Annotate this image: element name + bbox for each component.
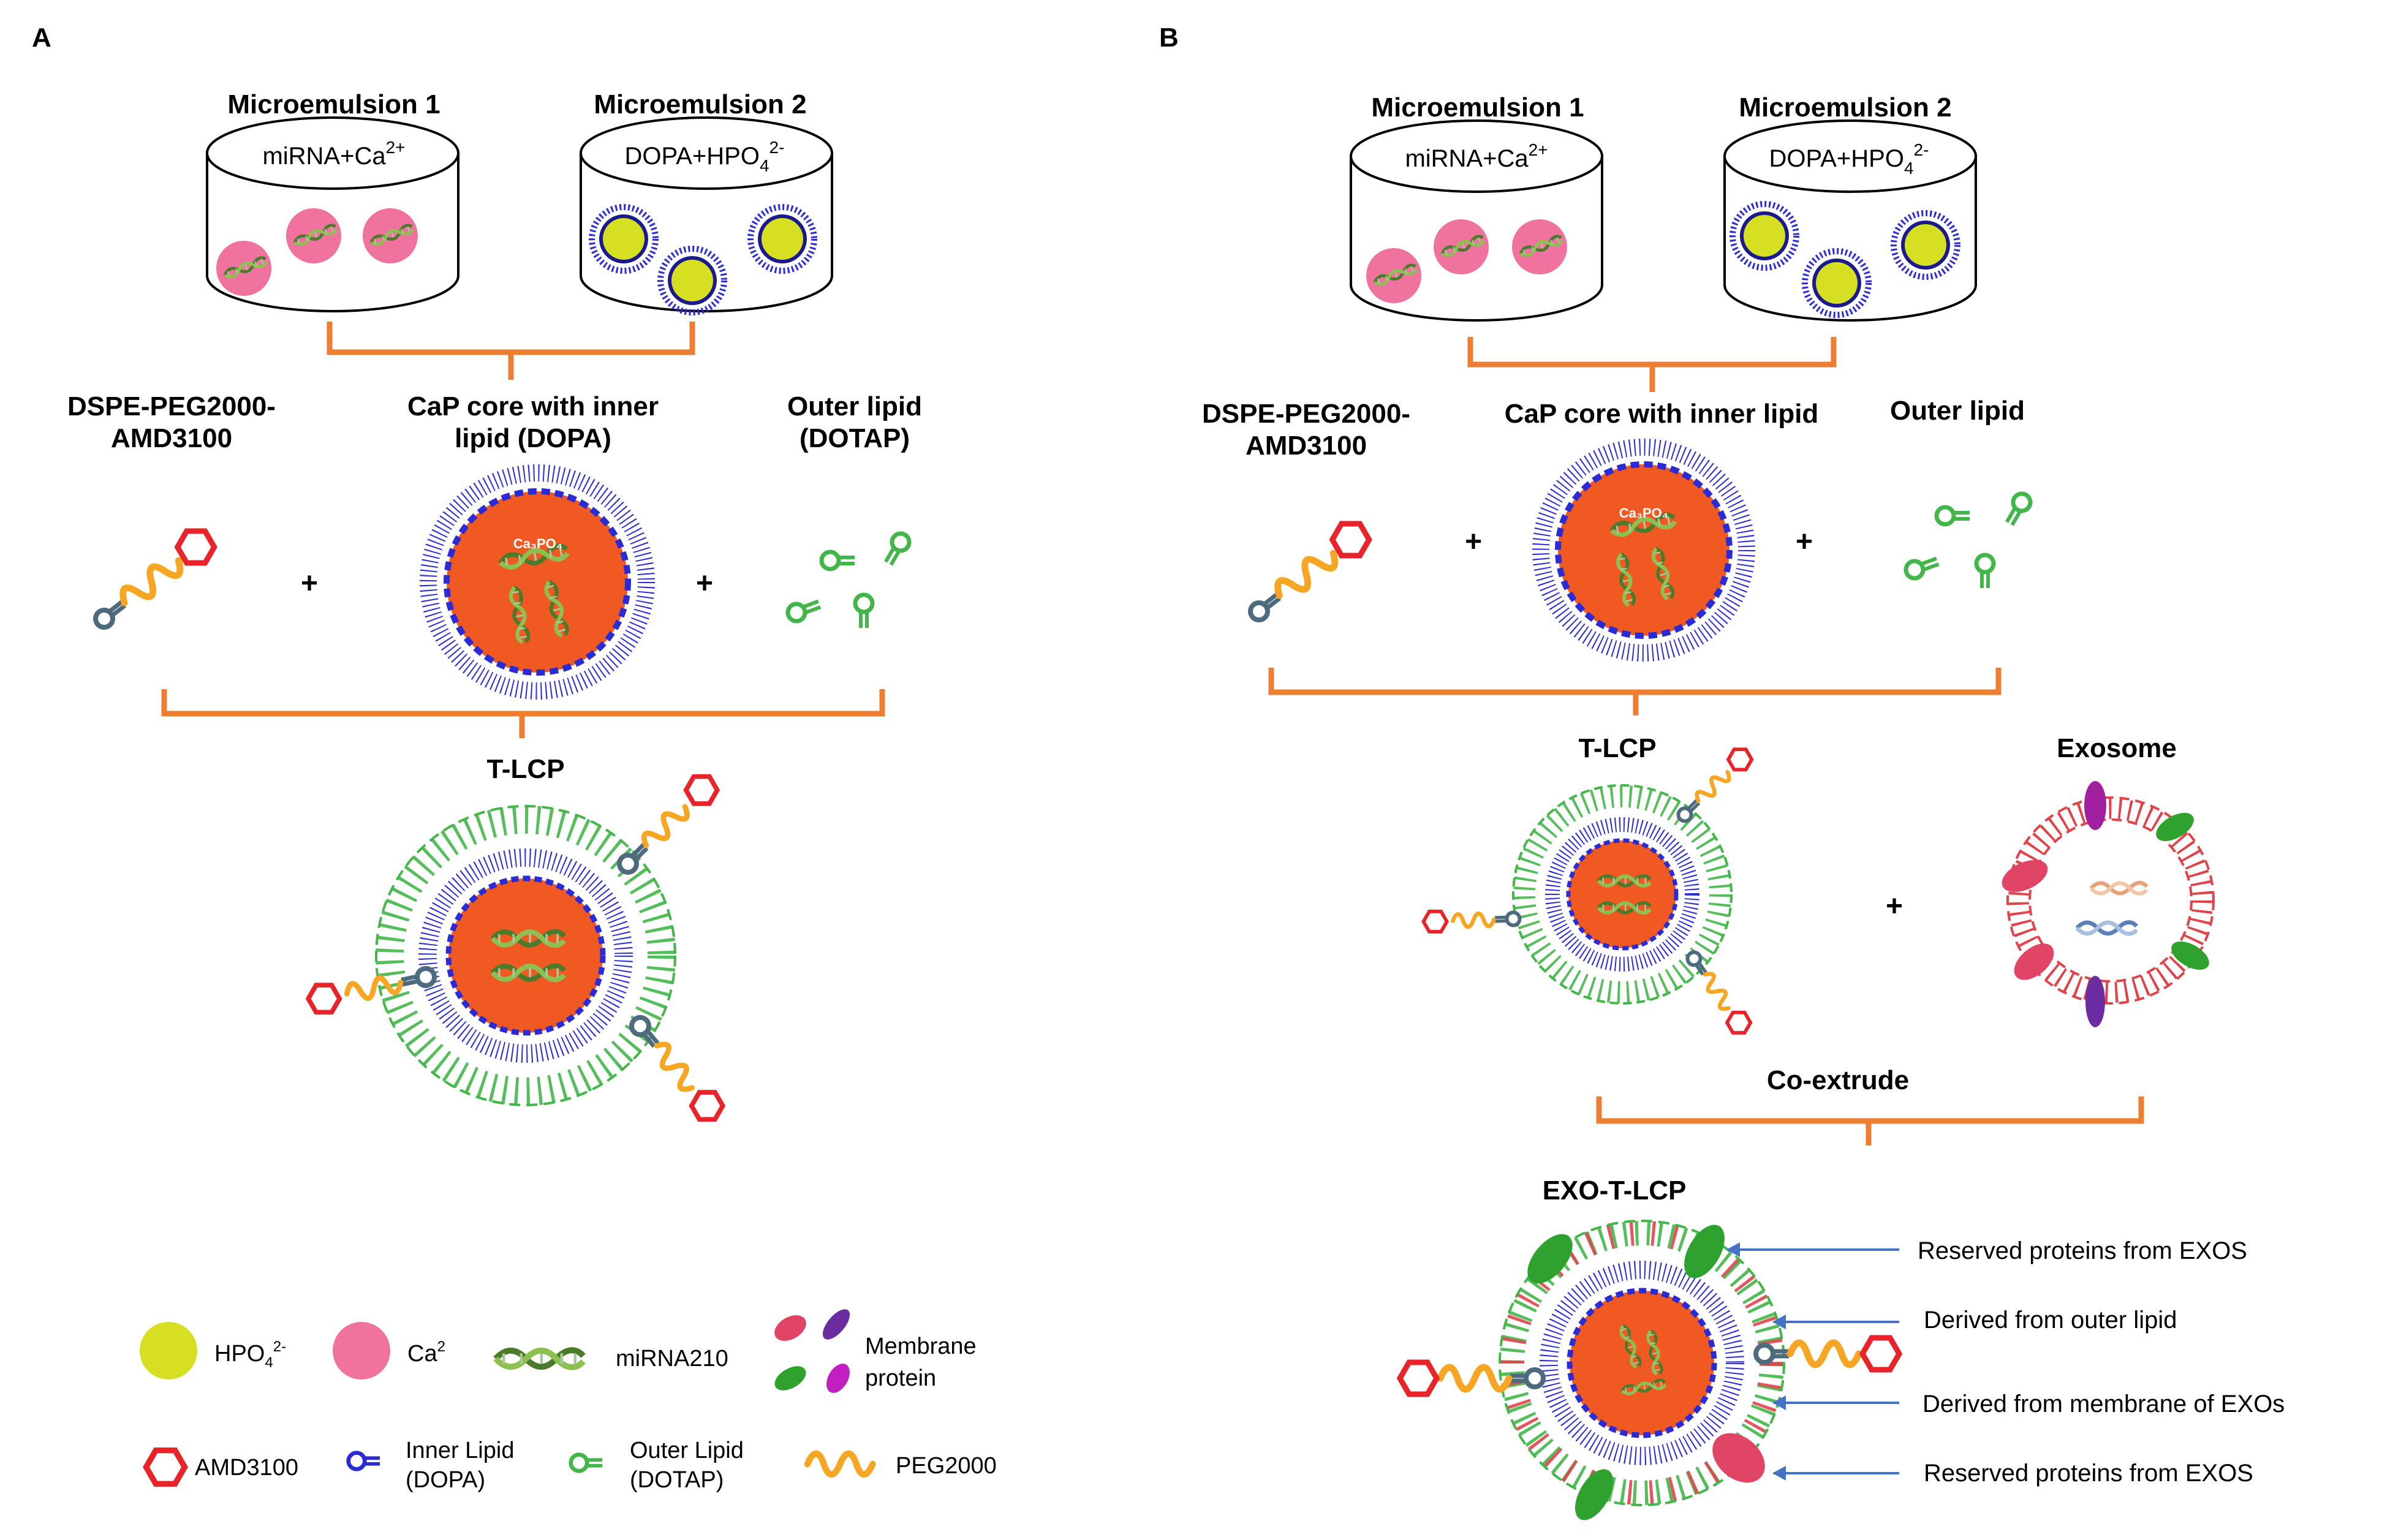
dspe-label-a: DSPE-PEG2000-AMD3100 [67,391,276,453]
exosome-title: Exosome [2057,733,2177,763]
microemulsion2-content: DOPA+HPO42- [625,138,785,175]
exo-tlcp-particle [1499,1220,1785,1520]
annotation-1: Reserved proteins from EXOS [1918,1237,2247,1264]
microemulsion2-container-b [1723,119,1977,322]
legend-inner-lipid: Inner Lipid(DOPA) [406,1438,514,1493]
outer-lipids-a [785,530,912,628]
exosome-particle [2002,781,2215,1027]
outer-lipid-label-b: Outer lipid [1890,396,2025,426]
merge-bracket-b1 [1467,337,1837,392]
plus-a1: + [301,567,318,600]
ca-icon [333,1322,390,1380]
mirna-icon [496,1350,583,1367]
outer-lipids-b [1903,491,2033,588]
annotation-4: Reserved proteins from EXOS [1924,1460,2253,1487]
legend-peg: PEG2000 [896,1453,997,1479]
legend-hpo4: HPO42- [214,1338,286,1371]
membrane-protein-icon [774,1309,850,1393]
outer-lipid-label-a: Outer lipid(DOTAP) [787,391,922,453]
inner-lipid-icon [349,1453,380,1470]
dspe-label-b: DSPE-PEG2000-AMD3100 [1202,399,1410,461]
microemulsion1-title: Microemulsion 1 [227,89,440,119]
microemulsion2-title: Microemulsion 2 [594,89,806,119]
coextrude-bracket [1596,1096,2144,1146]
annotation-2: Derived from outer lipid [1924,1307,2177,1334]
hpo4-icon [140,1322,197,1380]
annotation-3: Derived from membrane of EXOs [1922,1391,2285,1417]
legend-mirna: miRNA210 [616,1346,728,1372]
plus-b3: + [1886,890,1903,923]
tlcp-title-a: T-LCP [486,754,564,784]
outer-lipid-icon [571,1455,602,1471]
ca-droplets [216,208,418,296]
exo-tlcp-title: EXO-T-LCP [1543,1176,1687,1206]
microemulsion2-container [580,116,833,312]
legend-amd3100: AMD3100 [195,1455,298,1481]
peg-icon [807,1454,872,1474]
merge-bracket-a1 [327,322,695,380]
hpo4-micelles-b [1730,201,1960,318]
core-text-b: Ca₃PO₄ [1619,505,1669,521]
legend-ca: Ca2 [407,1338,445,1367]
dspe-peg-amd3100-molecule-a [83,513,230,643]
cap-core-a [420,464,655,700]
legend-outer-lipid: Outer Lipid(DOTAP) [630,1438,744,1493]
tlcp-particle-a [375,805,676,1106]
plus-b2: + [1796,526,1813,558]
microemulsion1-content: miRNA+Ca2+ [262,138,405,170]
coextrude-label: Co-extrude [1767,1065,1909,1095]
microemulsion1-title-b: Microemulsion 1 [1371,92,1584,123]
microemulsion1-content-b: miRNA+Ca2+ [1405,140,1548,172]
panel-a-label: A [32,23,51,53]
core-text-a: Ca₃PO₄ [513,536,563,551]
annotation-arrows [1726,1242,1899,1481]
microemulsion2-title-b: Microemulsion 2 [1739,92,1951,123]
merge-bracket-a2 [161,689,885,738]
dspe-peg-amd3100-molecule-b [1238,506,1385,635]
hpo4-micelles-a [589,204,817,315]
plus-a2: + [696,567,713,600]
panel-b-label: B [1159,23,1179,53]
core-label-b: CaP core with inner lipid [1505,399,1819,429]
ca-droplets-b [1366,219,1567,303]
amd3100-icon [146,1451,185,1484]
merge-bracket-b2 [1268,668,2002,715]
plus-b1: + [1465,526,1482,558]
tlcp-title-b: T-LCP [1578,733,1656,763]
microemulsion2-content-b: DOPA+HPO42- [1769,140,1929,178]
cap-core-b [1532,439,1755,662]
tlcp-particle-b [1512,784,1733,1005]
